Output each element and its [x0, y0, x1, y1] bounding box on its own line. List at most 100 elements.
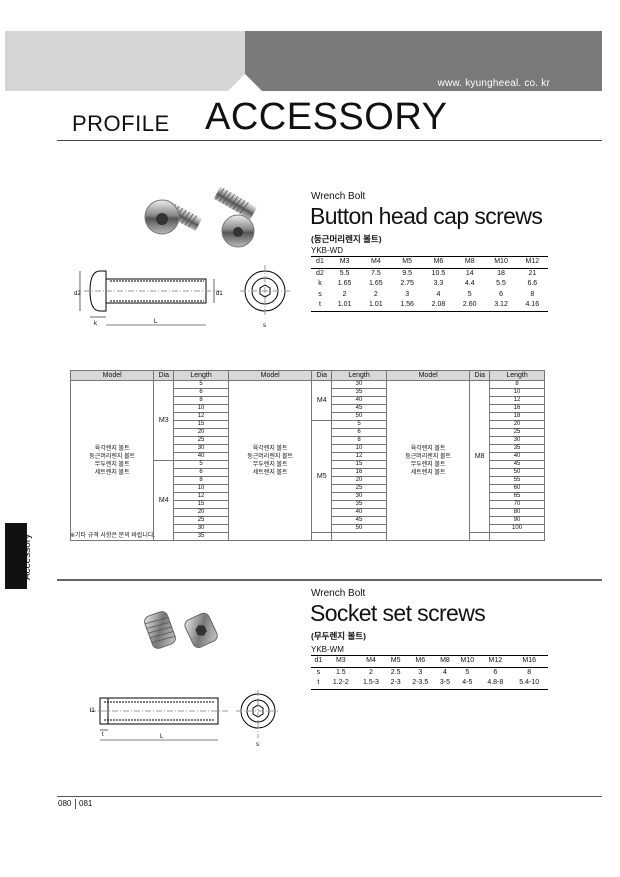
length-table-dia-cell: M5 — [311, 420, 333, 533]
length-table-length-cell: 30 — [173, 524, 229, 533]
length-table-length-cell: 12 — [173, 492, 229, 501]
svg-text:s: s — [263, 323, 266, 329]
length-table-length-cell: 5 — [331, 420, 387, 429]
length-table-length-cell: 5 — [173, 460, 229, 469]
length-table-length-cell: 45 — [489, 460, 545, 469]
model-name-line: 육각렌지 볼트 — [94, 445, 130, 452]
length-table-dia-cell: M4 — [153, 460, 175, 541]
button-head-spec-cell: M6 — [433, 258, 444, 265]
model-name-line: 무두렌지 볼트 — [410, 461, 446, 468]
page-title-accessory: ACCESSORY — [205, 96, 448, 138]
length-table-length-cell: 20 — [331, 476, 387, 485]
model-name-line: 둥근머리렌지 볼트 — [89, 453, 136, 460]
length-table-length-cell: 8 — [173, 396, 229, 405]
model-name-line: 둥근머리렌지 볼트 — [405, 453, 452, 460]
svg-text:d1: d1 — [90, 708, 95, 714]
length-table-length-cell: 30 — [331, 380, 387, 389]
length-table-length-cell: 20 — [173, 428, 229, 437]
button-head-title: Button head cap screws — [310, 203, 543, 229]
socket-set-spec-cell: 2.5 — [386, 666, 406, 678]
button-head-spec-cell: M10 — [494, 258, 508, 265]
button-head-spec-cell: t — [311, 300, 329, 312]
button-head-spec-cell: d2 — [311, 267, 329, 279]
length-table-length-cell: 45 — [331, 404, 387, 413]
button-head-spec-cell: 21 — [516, 267, 548, 279]
socket-set-spec-cell: 2-3.5 — [405, 678, 436, 690]
socket-set-spec-cell: 1.5-3 — [355, 678, 387, 690]
length-table-length-cell: 25 — [173, 436, 229, 445]
side-tab[interactable] — [5, 523, 27, 589]
length-table-length-cell: 90 — [489, 516, 545, 525]
button-head-spec-cell: M12 — [525, 258, 540, 265]
button-head-spec-cell: 6.6 — [527, 280, 538, 287]
length-table-length-cell: 6 — [173, 468, 229, 477]
button-head-spec-cell: 1.01 — [328, 300, 361, 312]
page-title-profile: PROFILE — [72, 111, 170, 136]
model-name-line: 육각렌지 볼트 — [410, 445, 446, 452]
button-head-spec-cell: M5 — [402, 258, 413, 265]
length-table-length-cell: 50 — [331, 412, 387, 421]
length-table-dia-cell — [469, 532, 491, 541]
button-head-spec-cell: 10.5 — [422, 267, 455, 279]
length-table-length-cell: 6 — [331, 428, 387, 437]
length-table-length-cell: 18 — [489, 412, 545, 421]
button-head-spec-cell: k — [318, 280, 322, 287]
button-head-spec-cell: 1.56 — [391, 300, 423, 312]
length-table-length-cell: 12 — [173, 412, 229, 421]
header-band-dark — [245, 31, 602, 91]
button-head-spec-cell: 1.65 — [369, 280, 383, 287]
length-table-header-cell: Length — [489, 370, 545, 381]
svg-text:L: L — [160, 734, 164, 740]
model-name-line: 무두렌지 볼트 — [94, 461, 130, 468]
length-table-length-cell: 10 — [173, 484, 229, 493]
model-name-line: 세트렌지 볼트 — [94, 469, 130, 476]
socket-set-screw-photo — [144, 611, 218, 649]
header-band-light — [5, 31, 245, 91]
svg-text:d1: d1 — [216, 291, 223, 297]
length-table-dia-cell: M3 — [153, 380, 175, 461]
button-head-spec-cell: d1 — [316, 258, 324, 265]
socket-set-spec-cell: 4 — [435, 666, 455, 678]
website-url[interactable]: www. kyungheeal. co. kr — [437, 78, 550, 89]
length-table-length-cell: 10 — [331, 444, 387, 453]
footer-rule — [57, 796, 602, 797]
button-head-korean: (둥근머리렌지 볼트) — [311, 234, 382, 244]
length-table-length-cell: 10 — [489, 388, 545, 397]
model-name-line: 세트렌지 볼트 — [410, 469, 446, 476]
socket-set-spec-cell: t — [311, 678, 326, 690]
length-table-length-cell: 80 — [489, 508, 545, 517]
page-number-left: 080 — [58, 799, 72, 808]
button-head-spec-cell: s — [318, 290, 322, 298]
length-table-length-cell: 35 — [489, 444, 545, 453]
length-table-length-cell: 10 — [173, 404, 229, 413]
button-head-spec-cell: 3.12 — [485, 300, 517, 312]
socket-set-code: YKB-WM — [311, 645, 344, 654]
socket-set-subtitle: Wrench Bolt — [311, 588, 366, 599]
socket-set-spec-cell: s — [311, 666, 326, 678]
length-table-length-cell: 8 — [331, 436, 387, 445]
svg-text:s: s — [256, 742, 259, 748]
socket-set-spec-cell: 1.2-2 — [325, 678, 356, 690]
button-head-spec-cell: 2 — [342, 290, 347, 298]
button-head-spec-cell: 7.5 — [360, 267, 392, 279]
socket-set-spec-cell: M3 — [335, 657, 346, 664]
socket-set-spec-cell: 3-5 — [435, 678, 455, 690]
socket-set-spec-cell: M8 — [440, 657, 450, 664]
length-table-row: 35 — [71, 532, 545, 541]
button-head-spec-cell: 6 — [499, 290, 503, 298]
socket-set-spec-cell: 8 — [510, 666, 548, 678]
socket-set-spec-cell: M16 — [522, 657, 537, 664]
length-table-length-cell: 65 — [489, 492, 545, 501]
length-table-length-cell: 40 — [331, 508, 387, 517]
length-table-length-cell: 30 — [489, 436, 545, 445]
button-head-spec-cell: 3 — [405, 290, 410, 298]
